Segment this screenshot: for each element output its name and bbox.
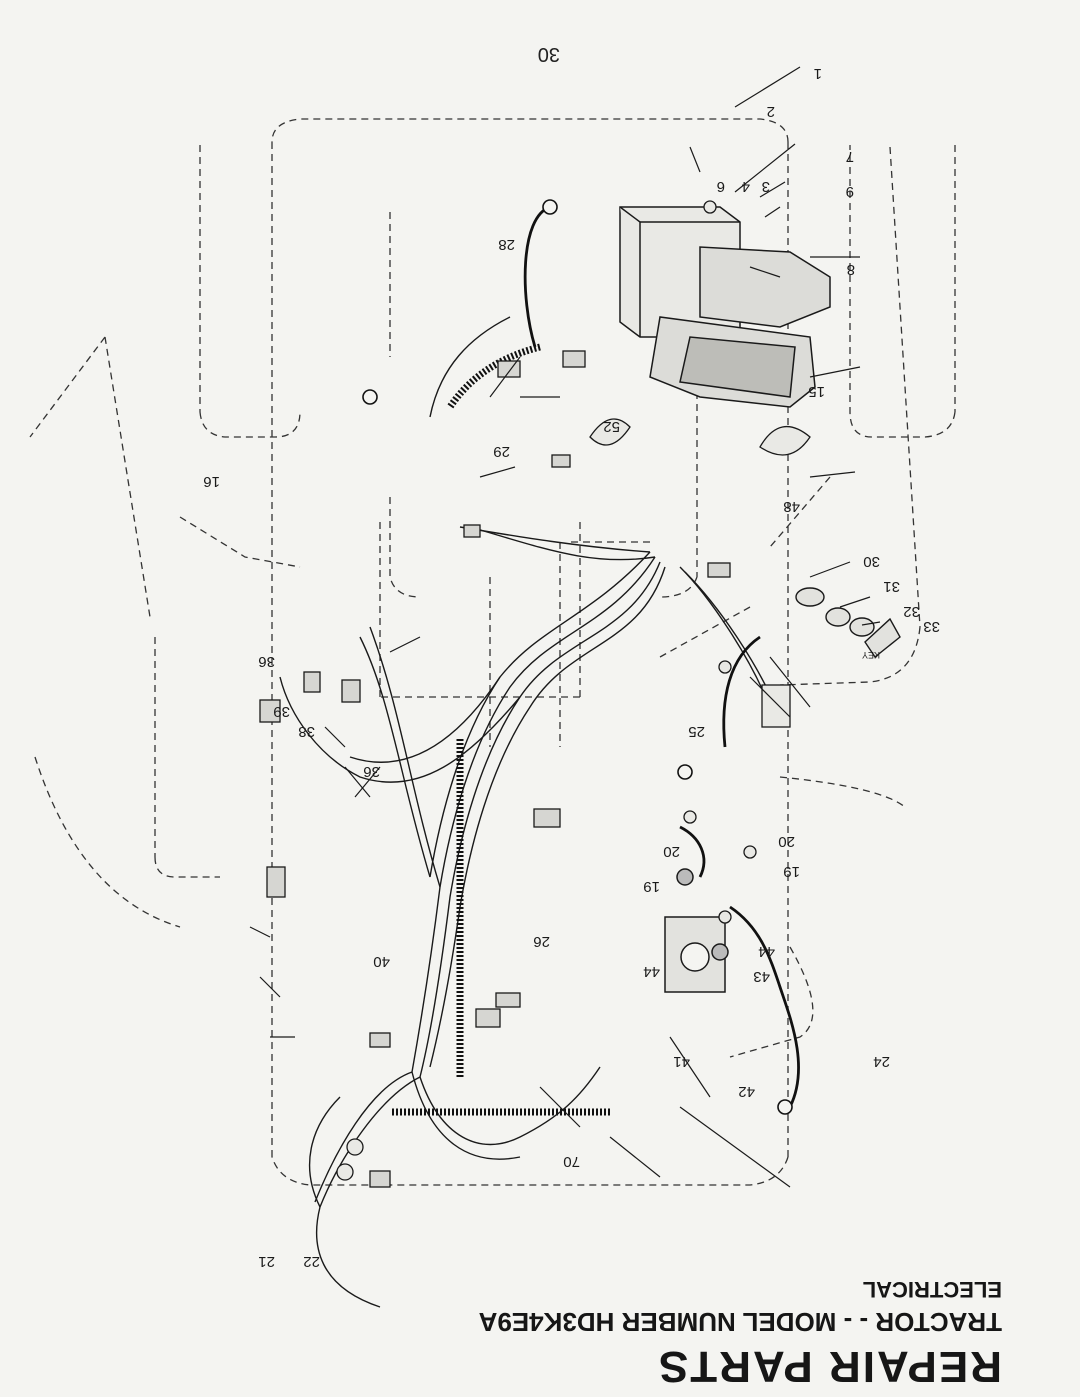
battery-tray <box>649 246 831 408</box>
battery-cables <box>523 205 800 1108</box>
coiled-loom <box>390 343 610 1116</box>
callouts: 1 2 3 4 6 7 8 9 15 16 19 19 20 20 21 22 … <box>203 65 940 1270</box>
callout-70: 70 <box>563 1153 580 1170</box>
callout-2: 2 <box>767 103 775 120</box>
callout-43: 43 <box>753 968 770 985</box>
leader-lines <box>249 66 881 1188</box>
callout-41: 41 <box>673 1053 690 1070</box>
callout-24: 24 <box>873 1053 890 1070</box>
ignition-switch <box>795 587 901 659</box>
callout-22: 22 <box>303 1253 320 1270</box>
callout-36b: 36 <box>363 763 380 780</box>
callout-20b: 20 <box>663 843 680 860</box>
callout-20a: 20 <box>778 833 795 850</box>
callout-15: 15 <box>808 383 825 400</box>
callout-31: 31 <box>883 578 900 595</box>
callout-19b: 19 <box>643 878 660 895</box>
frame-outline <box>29 118 956 1186</box>
callout-48: 48 <box>783 498 800 515</box>
callout-29: 29 <box>493 443 510 460</box>
callout-38: 38 <box>298 723 315 740</box>
callout-26: 26 <box>533 933 550 950</box>
callout-9: 9 <box>846 183 854 200</box>
wire-harness <box>279 316 781 1308</box>
callout-21: 21 <box>258 1253 275 1270</box>
callout-39: 39 <box>273 703 290 720</box>
callout-52: 52 <box>603 418 620 435</box>
ring-terminals <box>362 199 793 1115</box>
callout-32: 32 <box>903 603 920 620</box>
callout-44a: 44 <box>758 943 775 960</box>
callout-33: 33 <box>923 618 940 635</box>
hardware <box>336 200 811 1181</box>
callout-8: 8 <box>847 261 855 278</box>
callout-28: 28 <box>498 236 515 253</box>
callout-6: 6 <box>717 178 725 195</box>
callout-7: 7 <box>846 148 854 165</box>
callout-30: 30 <box>863 553 880 570</box>
callout-44b: 44 <box>643 963 660 980</box>
callout-4: 4 <box>742 178 750 195</box>
callout-19a: 19 <box>783 863 800 880</box>
callout-3: 3 <box>762 178 770 195</box>
callout-36a: 36 <box>258 653 275 670</box>
callout-40: 40 <box>373 953 390 970</box>
callout-1: 1 <box>814 65 822 82</box>
callout-25: 25 <box>688 723 705 740</box>
connectors <box>259 350 731 1188</box>
callout-42: 42 <box>738 1083 755 1100</box>
solenoid <box>664 868 729 993</box>
key-label: KEY <box>862 650 880 660</box>
callout-16: 16 <box>203 473 220 490</box>
